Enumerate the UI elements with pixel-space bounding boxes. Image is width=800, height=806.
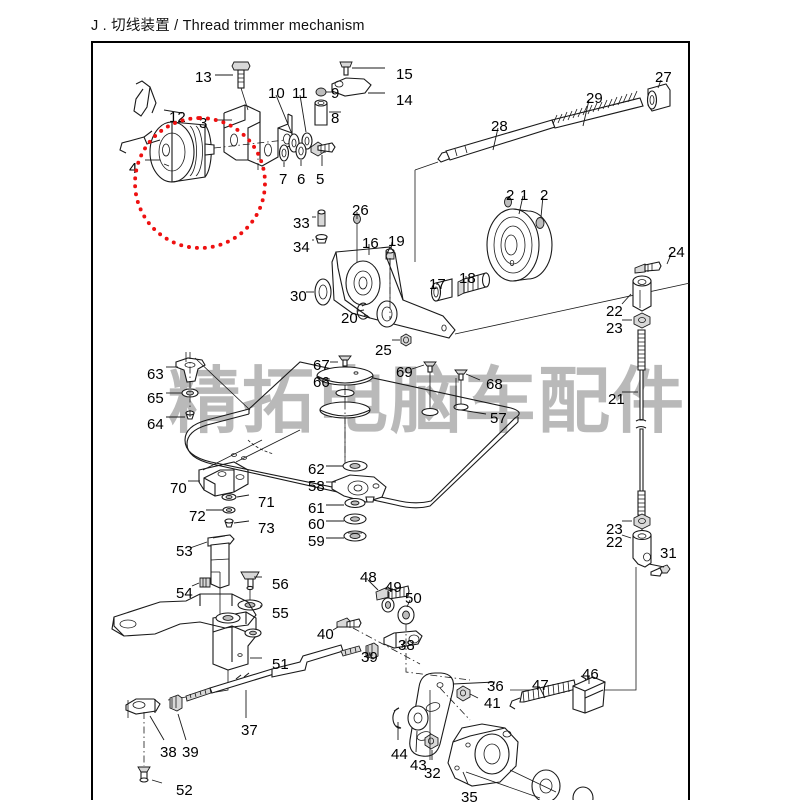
- callout-number-48: 48: [360, 569, 377, 586]
- callout-number-72: 72: [189, 508, 206, 525]
- callout-number-53: 53: [176, 543, 193, 560]
- part-group-vertical-rod: [510, 251, 673, 691]
- page-title: J . 切线装置 / Thread trimmer mechanism: [91, 18, 365, 34]
- callout-number-41: 41: [484, 695, 501, 712]
- callout-number-70: 70: [170, 480, 187, 497]
- part-group-63-65-64: [166, 352, 251, 420]
- callout-number-2: 2: [540, 187, 549, 204]
- callout-number-27: 27: [655, 69, 672, 86]
- callout-number-31: 31: [660, 545, 677, 562]
- callout-number-32: 32: [424, 765, 441, 782]
- part-group-center-bracket: [306, 209, 691, 347]
- callout-number-21: 21: [608, 391, 625, 408]
- callout-number-57: 57: [490, 410, 507, 427]
- callout-number-54: 54: [176, 585, 193, 602]
- callout-number-52: 52: [176, 782, 193, 799]
- callout-number-58: 58: [308, 478, 325, 495]
- part-group-pulley: [486, 195, 553, 282]
- callout-number-60: 60: [308, 516, 325, 533]
- callout-number-65: 65: [147, 390, 164, 407]
- callout-number-30: 30: [290, 288, 307, 305]
- callout-number-24: 24: [668, 244, 685, 261]
- callout-number-40: 40: [317, 626, 334, 643]
- callout-number-69: 69: [396, 364, 413, 381]
- callout-number-4: 4: [129, 160, 138, 177]
- callout-number-51: 51: [272, 656, 289, 673]
- callout-number-55: 55: [272, 605, 289, 622]
- callout-number-38: 38: [398, 637, 415, 654]
- callout-number-23: 23: [606, 521, 623, 538]
- callout-number-49: 49: [385, 579, 402, 596]
- callout-number-14: 14: [396, 92, 413, 109]
- callout-number-19: 19: [388, 233, 405, 250]
- callout-number-38: 38: [160, 744, 177, 761]
- part-group-fasteners-40-50: [332, 579, 471, 681]
- callout-number-29: 29: [586, 90, 603, 107]
- callout-number-43: 43: [410, 757, 427, 774]
- callout-number-33: 33: [293, 215, 310, 232]
- part-group-58-stack: [326, 460, 387, 542]
- callout-number-71: 71: [258, 494, 275, 511]
- callout-number-6: 6: [297, 171, 306, 188]
- callout-number-66: 66: [313, 374, 330, 391]
- callout-number-50: 50: [405, 590, 422, 607]
- callout-number-13: 13: [195, 69, 212, 86]
- callout-number-22: 22: [606, 303, 623, 320]
- callout-number-15: 15: [396, 66, 413, 83]
- part-group-shaft-28-29-27: [414, 79, 671, 262]
- callout-number-44: 44: [391, 746, 408, 763]
- callout-number-37: 37: [241, 722, 258, 739]
- callout-number-7: 7: [279, 171, 288, 188]
- callout-number-35: 35: [461, 789, 478, 806]
- callout-number-36: 36: [487, 678, 504, 695]
- callout-number-73: 73: [258, 520, 275, 537]
- callout-number-47: 47: [532, 677, 549, 694]
- frame-right-border: [688, 41, 690, 800]
- callout-number-16: 16: [362, 235, 379, 252]
- callout-number-39: 39: [361, 649, 378, 666]
- callout-number-64: 64: [147, 416, 164, 433]
- part-group-lever-14-15: [331, 61, 385, 97]
- frame-top-border: [91, 41, 690, 43]
- callout-number-18: 18: [459, 270, 476, 287]
- callout-number-68: 68: [486, 376, 503, 393]
- watermark-text: 精拓电脑车配件: [168, 359, 687, 443]
- callout-number-67: 67: [313, 357, 330, 374]
- callout-number-59: 59: [308, 533, 325, 550]
- callout-number-9: 9: [331, 85, 340, 102]
- frame-left-border: [91, 41, 93, 800]
- part-group-70-73: [188, 429, 301, 528]
- callout-number-5: 5: [316, 171, 325, 188]
- callout-number-1: 1: [520, 187, 529, 204]
- callout-number-22: 22: [606, 534, 623, 551]
- callout-number-26: 26: [352, 202, 369, 219]
- part-group-51-56: [111, 534, 263, 701]
- callout-number-34: 34: [293, 239, 310, 256]
- part-group-bottom-right: [392, 672, 606, 800]
- callout-number-46: 46: [582, 666, 599, 683]
- callout-number-61: 61: [308, 500, 325, 517]
- callout-number-2: 2: [506, 187, 515, 204]
- callout-number-62: 62: [308, 461, 325, 478]
- callout-number-23: 23: [606, 320, 623, 337]
- callout-number-25: 25: [375, 342, 392, 359]
- callout-number-56: 56: [272, 576, 289, 593]
- callout-number-11: 11: [292, 85, 308, 102]
- callout-number-20: 20: [341, 310, 358, 327]
- highlight-circle: [133, 116, 267, 250]
- part-group-long-rod: [125, 630, 423, 784]
- callout-number-63: 63: [147, 366, 164, 383]
- callout-number-8: 8: [331, 110, 340, 127]
- callout-number-17: 17: [429, 276, 446, 293]
- callout-number-39: 39: [182, 744, 199, 761]
- part-group-main-plate: [184, 355, 520, 509]
- callout-number-28: 28: [491, 118, 508, 135]
- callout-number-10: 10: [268, 85, 285, 102]
